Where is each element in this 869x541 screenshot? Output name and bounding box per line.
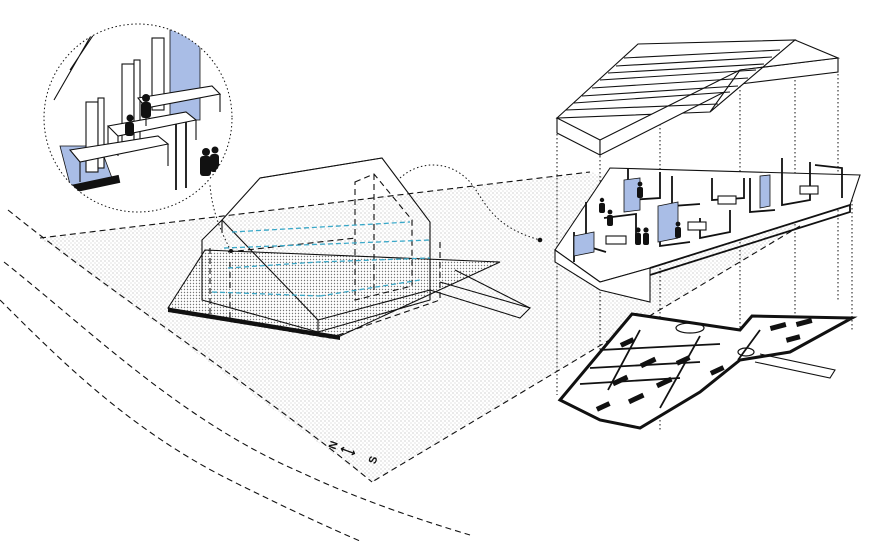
furniture	[799, 185, 819, 195]
furniture	[687, 221, 707, 231]
gable-volume	[259, 157, 431, 321]
contour-line	[0, 299, 361, 541]
glazing-panel	[169, 29, 201, 121]
skylight-rib	[607, 63, 765, 74]
person-silhouette	[675, 221, 681, 238]
plan-wall	[599, 343, 721, 351]
floor-guide	[211, 291, 321, 297]
floor-slab-black	[69, 174, 121, 194]
leader-end-point	[537, 237, 543, 243]
person-silhouette	[200, 148, 211, 176]
interior-wall	[781, 158, 811, 207]
skylight-rib	[623, 49, 781, 59]
plan-wall	[607, 329, 641, 391]
ramp	[429, 281, 532, 319]
skylight-rib	[573, 91, 731, 104]
roof-skylight-frame	[555, 39, 841, 156]
compass-indicator: N ⟷ S	[325, 439, 381, 466]
ramp	[454, 269, 531, 309]
desk	[68, 135, 170, 182]
ground-slab	[167, 249, 501, 337]
interior-wall	[814, 164, 843, 198]
plan-wall	[579, 377, 681, 385]
interior-wall	[749, 178, 776, 213]
partition-wall	[175, 122, 187, 190]
contour-line	[7, 209, 373, 483]
gable-volume	[201, 219, 319, 333]
inner-volume-dashed	[354, 173, 413, 301]
column	[85, 97, 105, 173]
person-silhouette	[637, 181, 643, 198]
contour-line	[3, 261, 471, 536]
floor-slab-edge	[554, 248, 651, 303]
floor-guide	[227, 257, 431, 269]
person-silhouette	[210, 146, 219, 172]
furniture	[717, 195, 737, 205]
person-silhouette	[635, 227, 649, 245]
plan-round-table	[737, 347, 755, 357]
building-mass-wireframe	[167, 157, 532, 340]
leader-to-exploded-view	[399, 164, 541, 241]
interior-floor-model	[554, 158, 861, 303]
compass-arrow: ⟷	[338, 443, 357, 460]
plan-furniture	[595, 317, 813, 412]
floor-guide	[231, 221, 411, 233]
compass-north-label: N	[325, 439, 339, 451]
gable-volume	[221, 157, 431, 333]
person-silhouette	[607, 209, 613, 226]
ground-slab-edge	[168, 308, 340, 340]
column	[151, 37, 165, 111]
inner-volume-dashed	[209, 240, 441, 339]
plan-stair	[754, 353, 836, 379]
site-boundary-line	[371, 225, 801, 483]
glazing-panel	[573, 231, 595, 257]
plan-wall	[659, 335, 701, 409]
exploded-view	[554, 39, 861, 430]
person-silhouette	[141, 94, 151, 118]
floor-plan	[557, 312, 858, 430]
person-silhouette	[599, 197, 605, 213]
floor-guide	[319, 279, 421, 297]
skylight-rib	[591, 77, 749, 89]
person-silhouette	[125, 114, 134, 136]
detail-lens	[43, 23, 233, 213]
furniture	[605, 235, 627, 245]
compass-south-label: S	[367, 455, 381, 466]
glazing-panel	[623, 177, 641, 213]
site-boundary-line	[39, 171, 591, 239]
plan-round-table	[675, 322, 705, 334]
floor-guide	[223, 239, 431, 249]
glazing-panel	[759, 174, 771, 209]
